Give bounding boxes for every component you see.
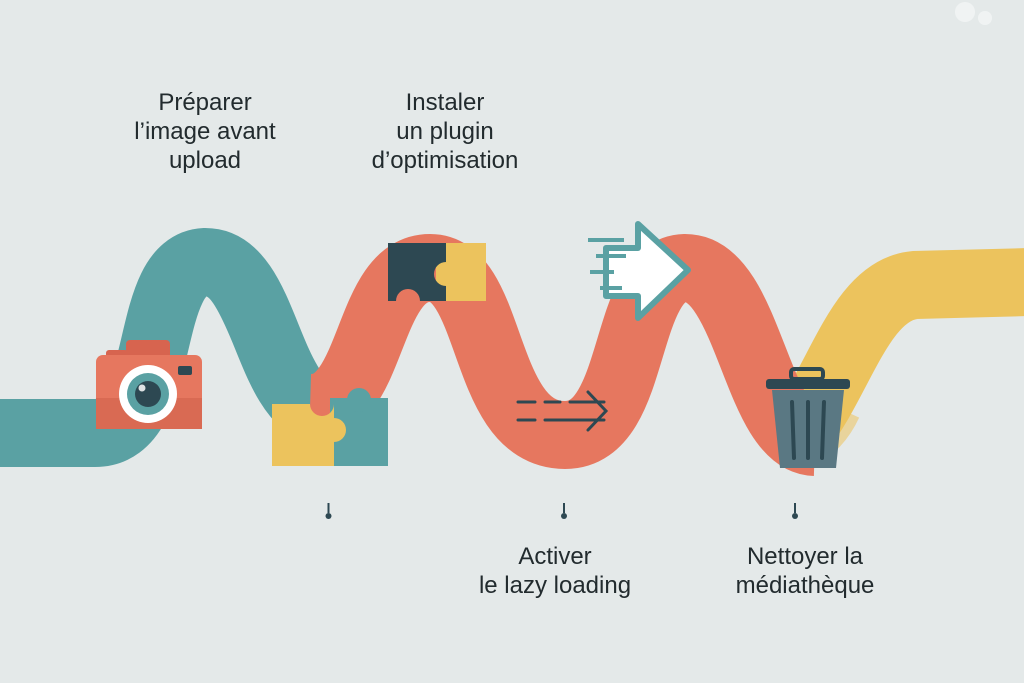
- step-label-prepare-image: Préparer l’image avant upload: [134, 89, 276, 174]
- background-sparkle: [955, 2, 992, 25]
- puzzle-icon-top: [388, 243, 486, 301]
- pin-marker: [561, 503, 567, 519]
- trash-icon: [766, 367, 850, 468]
- pin-marker: [792, 503, 798, 519]
- puzzle-icon-bottom: [272, 388, 388, 466]
- dashed-arrow-icon: [516, 390, 609, 432]
- camera-icon: [96, 340, 202, 429]
- step-label-lazy-loading: Activer le lazy loading: [478, 543, 632, 599]
- step-label-clean-library: Nettoyer la médiathèque: [735, 543, 875, 599]
- pin-marker: [325, 503, 332, 519]
- step-label-install-plugin: Instaler un plugin d’optimisation: [371, 89, 519, 174]
- fast-arrow-icon: [588, 221, 691, 321]
